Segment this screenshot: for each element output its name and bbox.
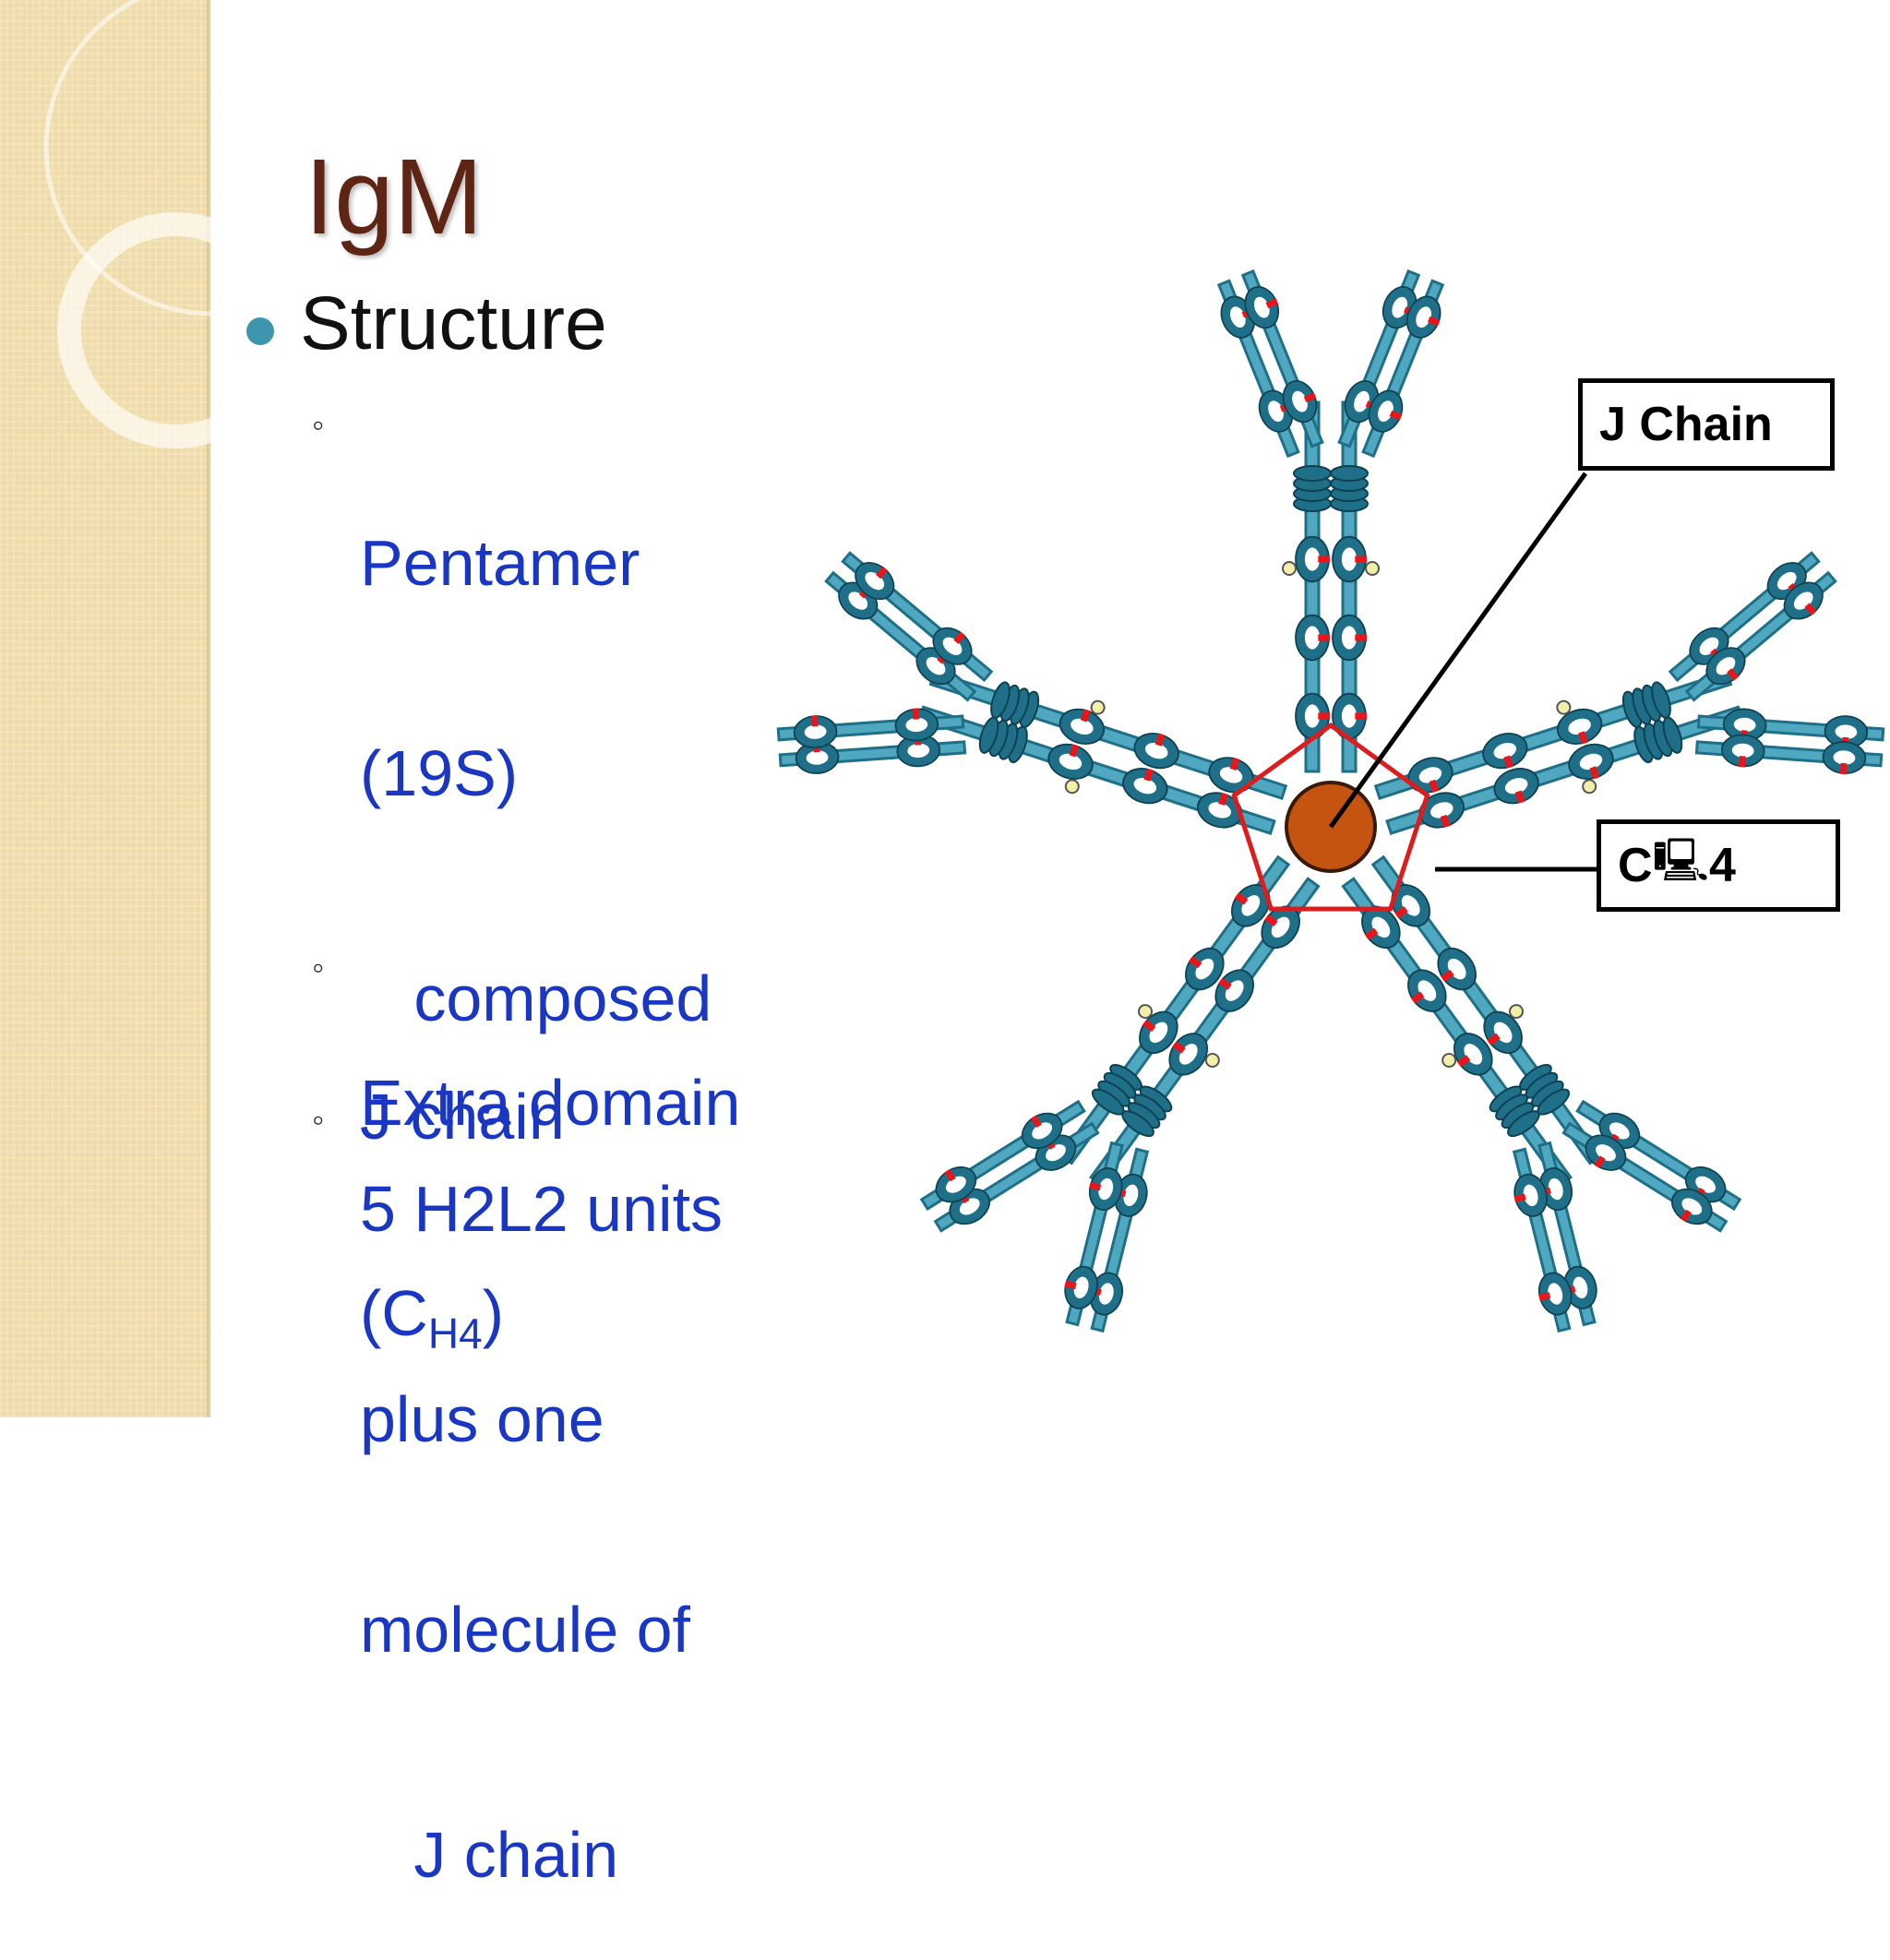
ch4-glyph: 🖳 — [1652, 835, 1709, 885]
ch4-prefix: C — [1618, 839, 1653, 892]
j-chain-label: J Chain — [1578, 378, 1835, 471]
text-line: 5 H2L2 units — [360, 1173, 724, 1245]
carbohydrate-dot — [1090, 699, 1106, 715]
fab-domain — [792, 712, 839, 750]
heavy-chain-domain — [1477, 727, 1533, 776]
heavy-chain-domain — [1043, 737, 1098, 785]
fab-arm — [824, 551, 994, 702]
fab-arm — [1337, 269, 1448, 459]
heavy-chain-domain — [1129, 726, 1185, 775]
sub-bullet-marker: ◦ — [312, 1101, 325, 1140]
carbohydrate-dot — [1365, 561, 1380, 576]
heavy-chain-domain — [1403, 751, 1458, 800]
carbohydrate-dot — [1064, 779, 1080, 795]
heavy-chain-domain — [1489, 762, 1544, 811]
j-chain-pointer — [1328, 472, 1588, 829]
fab-domain — [1821, 739, 1868, 777]
sidebar-edge — [207, 0, 212, 1417]
sub-item-extra-domain: Extra domain (CH4) — [360, 927, 740, 1439]
ch4-suffix: 4 — [1708, 839, 1736, 892]
carbohydrate-dot — [1138, 1004, 1154, 1020]
text-line: molecule of — [360, 1594, 690, 1666]
fab-arm — [919, 1099, 1100, 1233]
igm-monomer — [1373, 551, 1885, 836]
subscript-h4: H4 — [427, 1309, 483, 1357]
igm-monomer — [1341, 855, 1742, 1333]
carbohydrate-dot — [1204, 1052, 1220, 1068]
fab-arm — [1694, 707, 1885, 777]
text-line: (CH4) — [360, 1278, 740, 1368]
carbohydrate-dot — [1441, 1052, 1457, 1068]
fab-arm — [1214, 269, 1324, 459]
sub-bullet-marker: ◦ — [312, 949, 325, 987]
monomer-arms — [776, 269, 1885, 1333]
text-line: J chain — [360, 1819, 619, 1891]
fab-arm — [1059, 1141, 1153, 1333]
ch4-label: C🖳4 — [1597, 819, 1840, 912]
fab-arm — [1668, 551, 1837, 702]
decorative-rings — [43, 0, 277, 448]
fab-arm — [776, 706, 967, 776]
heavy-chain-domain — [1332, 535, 1368, 583]
carbohydrate-dot — [1282, 561, 1297, 576]
bullet-structure: Structure — [300, 281, 607, 365]
pentamer-pentagon — [1231, 722, 1430, 912]
text-line: (19S) — [360, 737, 519, 809]
heavy-chain-domain — [1332, 614, 1368, 662]
paren-open: (C — [360, 1277, 428, 1349]
sub-bullet-marker: ◦ — [312, 406, 325, 445]
hinge-coil — [1330, 465, 1369, 482]
text-line: composed — [360, 962, 712, 1034]
fab-arm — [1561, 1099, 1742, 1233]
hinge-coil — [1293, 465, 1332, 482]
bullet-dot — [246, 317, 274, 345]
igm-monomer — [1214, 269, 1448, 773]
heavy-chain-domain — [1563, 737, 1619, 786]
heavy-chain-domain — [1295, 614, 1331, 662]
igm-monomer — [776, 551, 1288, 836]
heavy-chain-domain — [1295, 535, 1331, 583]
carbohydrate-dot — [1582, 779, 1597, 795]
heavy-chain-domain — [1203, 750, 1259, 799]
paren-close: ) — [482, 1277, 504, 1349]
text-line: Extra domain — [360, 1067, 741, 1139]
igm-monomer — [919, 855, 1321, 1333]
text-line: Pentamer — [360, 527, 640, 599]
fab-domain — [1719, 732, 1766, 770]
sub-item-j-chain: J chain — [360, 1081, 565, 1153]
slide-title: IgM — [305, 137, 484, 257]
carbohydrate-dot — [1556, 699, 1572, 715]
igm-pentamer-diagram — [776, 269, 1885, 1333]
fab-arm — [1508, 1141, 1602, 1333]
heavy-chain-domain — [1118, 761, 1173, 810]
carbohydrate-dot — [1508, 1004, 1524, 1020]
